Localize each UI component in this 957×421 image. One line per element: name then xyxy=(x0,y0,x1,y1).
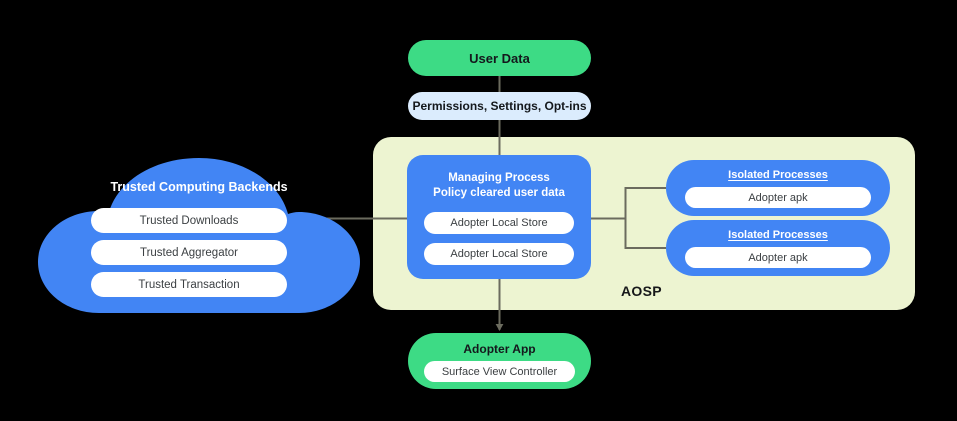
trusted-computing-cloud[interactable]: Trusted Computing Backends Trusted Downl… xyxy=(38,158,360,313)
permissions-node[interactable]: Permissions, Settings, Opt-ins xyxy=(408,92,591,120)
adopter-local-store-2[interactable]: Adopter Local Store xyxy=(424,243,574,265)
adopter-apk-1[interactable]: Adopter apk xyxy=(685,187,871,208)
managing-process-title-line1: Managing Process xyxy=(448,172,550,184)
isolated-process-title-2[interactable]: Isolated Processes xyxy=(728,229,828,241)
isolated-process-title-1[interactable]: Isolated Processes xyxy=(728,169,828,181)
surface-view-controller-pill[interactable]: Surface View Controller xyxy=(424,361,575,382)
user-data-node[interactable]: User Data xyxy=(408,40,591,76)
managing-process-title-line2: Policy cleared user data xyxy=(433,187,565,199)
permissions-label: Permissions, Settings, Opt-ins xyxy=(412,99,587,113)
adopter-app-card[interactable]: Adopter App Surface View Controller xyxy=(408,333,591,389)
isolated-process-card-2[interactable]: Isolated Processes Adopter apk xyxy=(666,220,890,276)
aosp-label: AOSP xyxy=(621,283,662,299)
trusted-downloads-pill[interactable]: Trusted Downloads xyxy=(91,208,287,233)
managing-process-title: Managing Process Policy cleared user dat… xyxy=(407,171,591,201)
trusted-transaction-pill[interactable]: Trusted Transaction xyxy=(91,272,287,297)
managing-process-card[interactable]: Managing Process Policy cleared user dat… xyxy=(407,155,591,279)
user-data-label: User Data xyxy=(469,50,530,66)
isolated-process-card-1[interactable]: Isolated Processes Adopter apk xyxy=(666,160,890,216)
cloud-title: Trusted Computing Backends xyxy=(110,180,288,194)
adopter-apk-2[interactable]: Adopter apk xyxy=(685,247,871,268)
adopter-app-title: Adopter App xyxy=(463,342,536,356)
trusted-aggregator-pill[interactable]: Trusted Aggregator xyxy=(91,240,287,265)
adopter-local-store-1[interactable]: Adopter Local Store xyxy=(424,212,574,234)
